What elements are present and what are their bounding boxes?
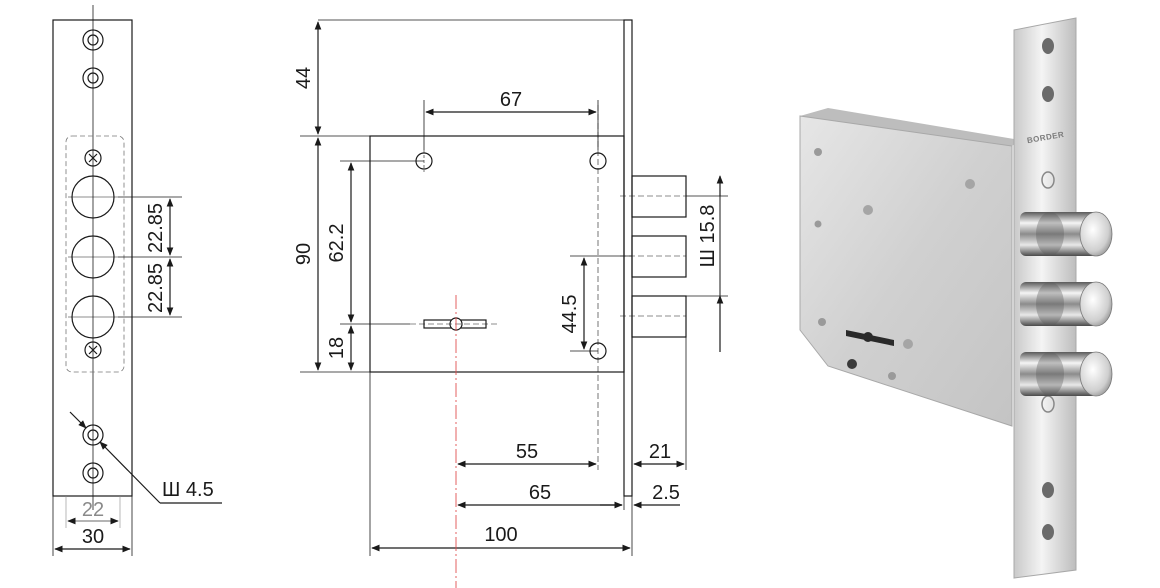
plate-screw-top — [84, 149, 102, 167]
lock-body-outline — [369, 135, 625, 373]
label-body-width: 100 — [484, 524, 517, 546]
label-body-height: 90 — [293, 243, 315, 265]
label-cylinder-spacing-lower: 22.85 — [145, 263, 167, 313]
screw-hole-2 — [82, 67, 104, 89]
label-keyhole-offset: 18 — [326, 337, 348, 359]
label-bolt-center-offset: 44.5 — [559, 295, 581, 334]
label-top-offset: 44 — [293, 67, 315, 89]
bolt-3 — [631, 295, 687, 338]
label-bolt-diameter: Ш 15.8 — [697, 205, 719, 268]
plate-screw-bottom — [84, 341, 102, 359]
screw-hole-1 — [82, 29, 104, 51]
lock-product-photo: BORDER — [799, 17, 1113, 579]
label-mount-hole-spacing: 67 — [500, 89, 522, 111]
bolt-2 — [631, 235, 687, 278]
label-faceplate-width: 30 — [82, 526, 104, 548]
screw-hole-4 — [82, 462, 104, 484]
bolt-1 — [631, 175, 687, 218]
label-bolt-throw: 21 — [649, 441, 671, 463]
product-bolt-1 — [1020, 211, 1113, 257]
faceplate-edge — [623, 19, 633, 497]
label-faceplate-hole-spacing: 22 — [82, 499, 104, 521]
label-faceplate-thickness: 2.5 — [652, 482, 680, 504]
label-screw-hole-diameter: Ш 4.5 — [162, 479, 214, 501]
product-bolt-3 — [1020, 351, 1113, 397]
product-bolt-2 — [1020, 281, 1113, 327]
lock-body-side-view — [300, 19, 728, 556]
lock-body-face — [799, 115, 1013, 427]
lock-body-top — [800, 108, 1020, 146]
faceplate-front-view — [52, 5, 222, 556]
screw-hole-3 — [82, 424, 104, 446]
label-backset: 65 — [529, 482, 551, 504]
label-backset-inner: 55 — [516, 441, 538, 463]
leader-screw-diameter — [99, 441, 161, 504]
label-mount-vertical-spacing: 62.2 — [326, 224, 348, 263]
faceplate-outline — [52, 19, 133, 497]
label-cylinder-spacing-upper: 22.85 — [145, 203, 167, 253]
lock-body-hidden-outline — [65, 135, 125, 373]
keyhole — [410, 317, 500, 331]
product-keyhole — [846, 330, 894, 346]
